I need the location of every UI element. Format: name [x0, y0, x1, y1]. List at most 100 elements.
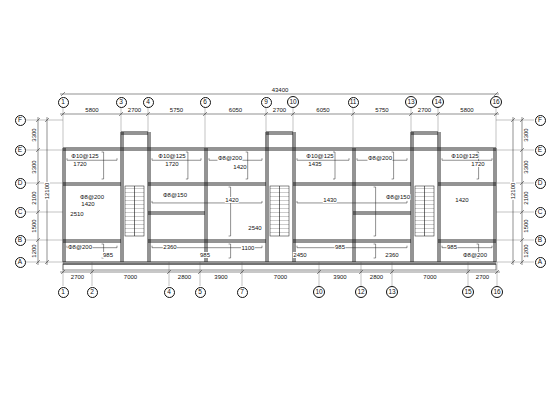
axis-bubble: 13	[405, 96, 417, 108]
axis-label: 12	[357, 289, 364, 296]
dimension-text: 7000	[273, 274, 287, 280]
axis-bubble: C	[535, 207, 546, 218]
dimension-text: 6050	[228, 107, 242, 113]
rebar-note: 1435	[308, 161, 322, 167]
rebar-note: Ф8@150	[386, 194, 411, 200]
dimension-text: 1500	[31, 219, 37, 233]
axis-label: 15	[464, 289, 471, 296]
axis-bubble: 11	[348, 97, 359, 108]
rebar-note: 2360	[385, 252, 399, 258]
dimension-text: 3300	[31, 159, 37, 173]
rebar-note: 1720	[73, 161, 87, 167]
dimension-text: 2800	[369, 274, 383, 280]
dimension-text: 2700	[70, 274, 84, 280]
dimension-text: 2100	[523, 190, 529, 204]
dimension-text: 1200	[31, 244, 37, 258]
dimension-text: 7000	[123, 274, 137, 280]
dimension-text: 3300	[523, 128, 529, 142]
rebar-note: 1420	[455, 197, 469, 203]
dimension-text: 5800	[460, 107, 474, 113]
axis-bubble: E	[15, 145, 26, 156]
axis-bubble: A	[535, 257, 546, 268]
dimension-text: 3300	[523, 159, 529, 173]
axis-label: E	[18, 147, 22, 154]
dimension-text: 2700	[272, 107, 286, 113]
axis-label: 7	[240, 289, 244, 296]
axis-label: D	[538, 180, 543, 187]
axis-label: 16	[493, 289, 500, 296]
rebar-note: 1100	[241, 245, 255, 251]
axis-label: B	[538, 237, 542, 244]
dimension-text: 1200	[523, 244, 529, 258]
axis-bubble: B	[535, 235, 546, 246]
rebar-note: Ф10@125	[158, 153, 186, 159]
axis-bubble: 14	[432, 96, 444, 108]
rebar-note: 2450	[293, 252, 307, 258]
axis-bubble: 1	[58, 287, 69, 298]
rebar-note: Ф8@200	[68, 244, 93, 250]
rebar-note: Ф8@200	[368, 155, 393, 161]
dimension-text: 7000	[423, 274, 437, 280]
axis-label: F	[18, 117, 22, 124]
axis-bubble: 1	[58, 97, 69, 108]
rebar-note: 1420	[233, 164, 247, 170]
axis-bubble: 15	[462, 286, 474, 298]
axis-label: 1	[61, 289, 65, 296]
rebar-note: Ф8@200	[218, 155, 243, 161]
axis-bubble: 7	[237, 287, 248, 298]
axis-label: 3	[119, 99, 123, 106]
dimension-text: 1500	[523, 219, 529, 233]
axis-bubble: 16	[490, 96, 502, 108]
rebar-note: Ф8@150	[163, 192, 188, 198]
axis-label: F	[538, 117, 542, 124]
axis-bubble: A	[15, 257, 26, 268]
axis-bubble: 12	[355, 286, 367, 298]
axis-bubble: C	[15, 207, 26, 218]
rebar-note: Ф8@200	[80, 194, 105, 200]
axis-bubble: 4	[164, 287, 175, 298]
rebar-note: 2360	[163, 244, 177, 250]
axis-label: E	[538, 147, 542, 154]
dimension-text: 12100	[44, 182, 50, 200]
axis-bubble: F	[15, 115, 26, 126]
dimension-text: 12100	[510, 182, 516, 200]
rebar-note: 1430	[323, 197, 337, 203]
rebar-note: 2540	[248, 225, 262, 231]
axis-bubble: 9	[261, 97, 272, 108]
axis-label: 13	[388, 289, 395, 296]
dimension-text: 3900	[333, 274, 347, 280]
axis-label: D	[18, 180, 23, 187]
dimension-text: 2700	[475, 274, 489, 280]
axis-bubble: 10	[287, 96, 299, 108]
axis-label: 6	[203, 99, 207, 106]
rebar-note: Ф10@125	[451, 153, 479, 159]
axis-bubble: 4	[143, 97, 154, 108]
rebar-note: 1420	[225, 197, 239, 203]
axis-bubble: F	[535, 115, 546, 126]
axis-label: 11	[350, 99, 357, 106]
axis-bubble: 6	[200, 97, 211, 108]
axis-label: A	[18, 259, 22, 266]
axis-label: A	[538, 259, 542, 266]
axis-label: 4	[167, 289, 171, 296]
axis-label: 10	[315, 289, 322, 296]
axis-bubble: D	[15, 178, 26, 189]
dimension-text: 43400	[271, 87, 289, 93]
axis-bubble: 13	[386, 286, 398, 298]
dimension-text: 5750	[375, 107, 389, 113]
dimension-text: 2100	[31, 190, 37, 204]
axis-label: 14	[434, 99, 441, 106]
dimension-text: 2800	[177, 274, 191, 280]
dimension-text: 3300	[31, 128, 37, 142]
dimension-text: 6050	[316, 107, 330, 113]
dimension-text: 5750	[169, 107, 183, 113]
rebar-note: 1420	[81, 201, 95, 207]
axis-bubble: E	[535, 145, 546, 156]
rebar-note: 1720	[471, 161, 485, 167]
dimension-text: 2700	[417, 107, 431, 113]
dimension-text: 3900	[214, 274, 228, 280]
rebar-note: 985	[334, 244, 345, 250]
axis-bubble: 5	[195, 287, 206, 298]
axis-bubble: B	[15, 235, 26, 246]
axis-label: 13	[407, 99, 414, 106]
